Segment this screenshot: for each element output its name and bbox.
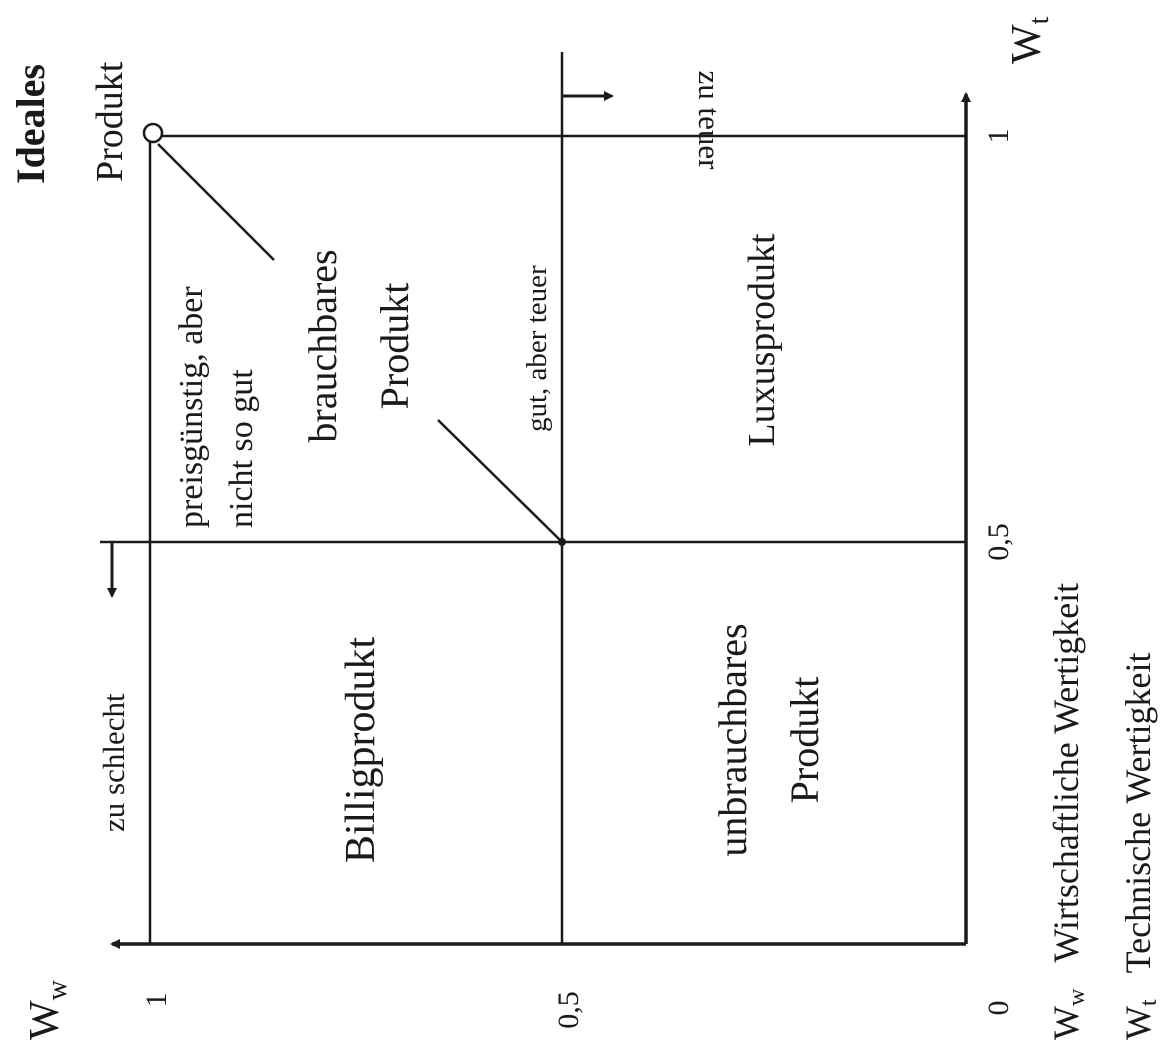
ideal-leader-line — [157, 143, 275, 261]
legend-ww: WwWirtschaftliche Wertigkeit — [1046, 583, 1090, 1040]
wt-axis-label: Wt — [1004, 16, 1055, 64]
brauchbares-label-line1: brauchbares — [300, 249, 345, 442]
unbrauchbares-label-line1: unbrauchbares — [710, 623, 755, 856]
tick-05-bottom: 0,5 — [982, 523, 1015, 561]
zu-teuer-label: zu teuer — [692, 71, 727, 171]
tick-1-bottom: 1 — [982, 129, 1015, 144]
brauchbar-leader-line — [437, 419, 561, 541]
zu-schlecht-label: zu schlecht — [96, 693, 131, 832]
produkt-ideal-label: Produkt — [89, 61, 131, 182]
ideales-label: Ideales — [8, 64, 53, 184]
ww-axis-label: Ww — [22, 979, 73, 1040]
preisguenstig-label-line2: nicht so gut — [223, 369, 260, 528]
preisguenstig-label-line1: preisgünstig, aber — [173, 286, 210, 528]
ideal-point — [142, 122, 164, 144]
gut-aber-teuer-label: gut, aber teuer — [521, 265, 553, 432]
tick-0: 0 — [982, 1001, 1015, 1016]
legend-wt: WtTechnische Wertigkeit — [1118, 653, 1162, 1040]
brauchbares-label-line2: Produkt — [372, 283, 417, 410]
luxusprodukt-label: Luxusprodukt — [741, 233, 783, 447]
unbrauchbares-label-line2: Produkt — [782, 677, 827, 804]
tick-05-left: 0,5 — [552, 991, 585, 1029]
tick-1-left: 1 — [140, 993, 173, 1008]
mid-point — [558, 538, 566, 546]
billigprodukt-label: Billigprodukt — [338, 637, 384, 864]
